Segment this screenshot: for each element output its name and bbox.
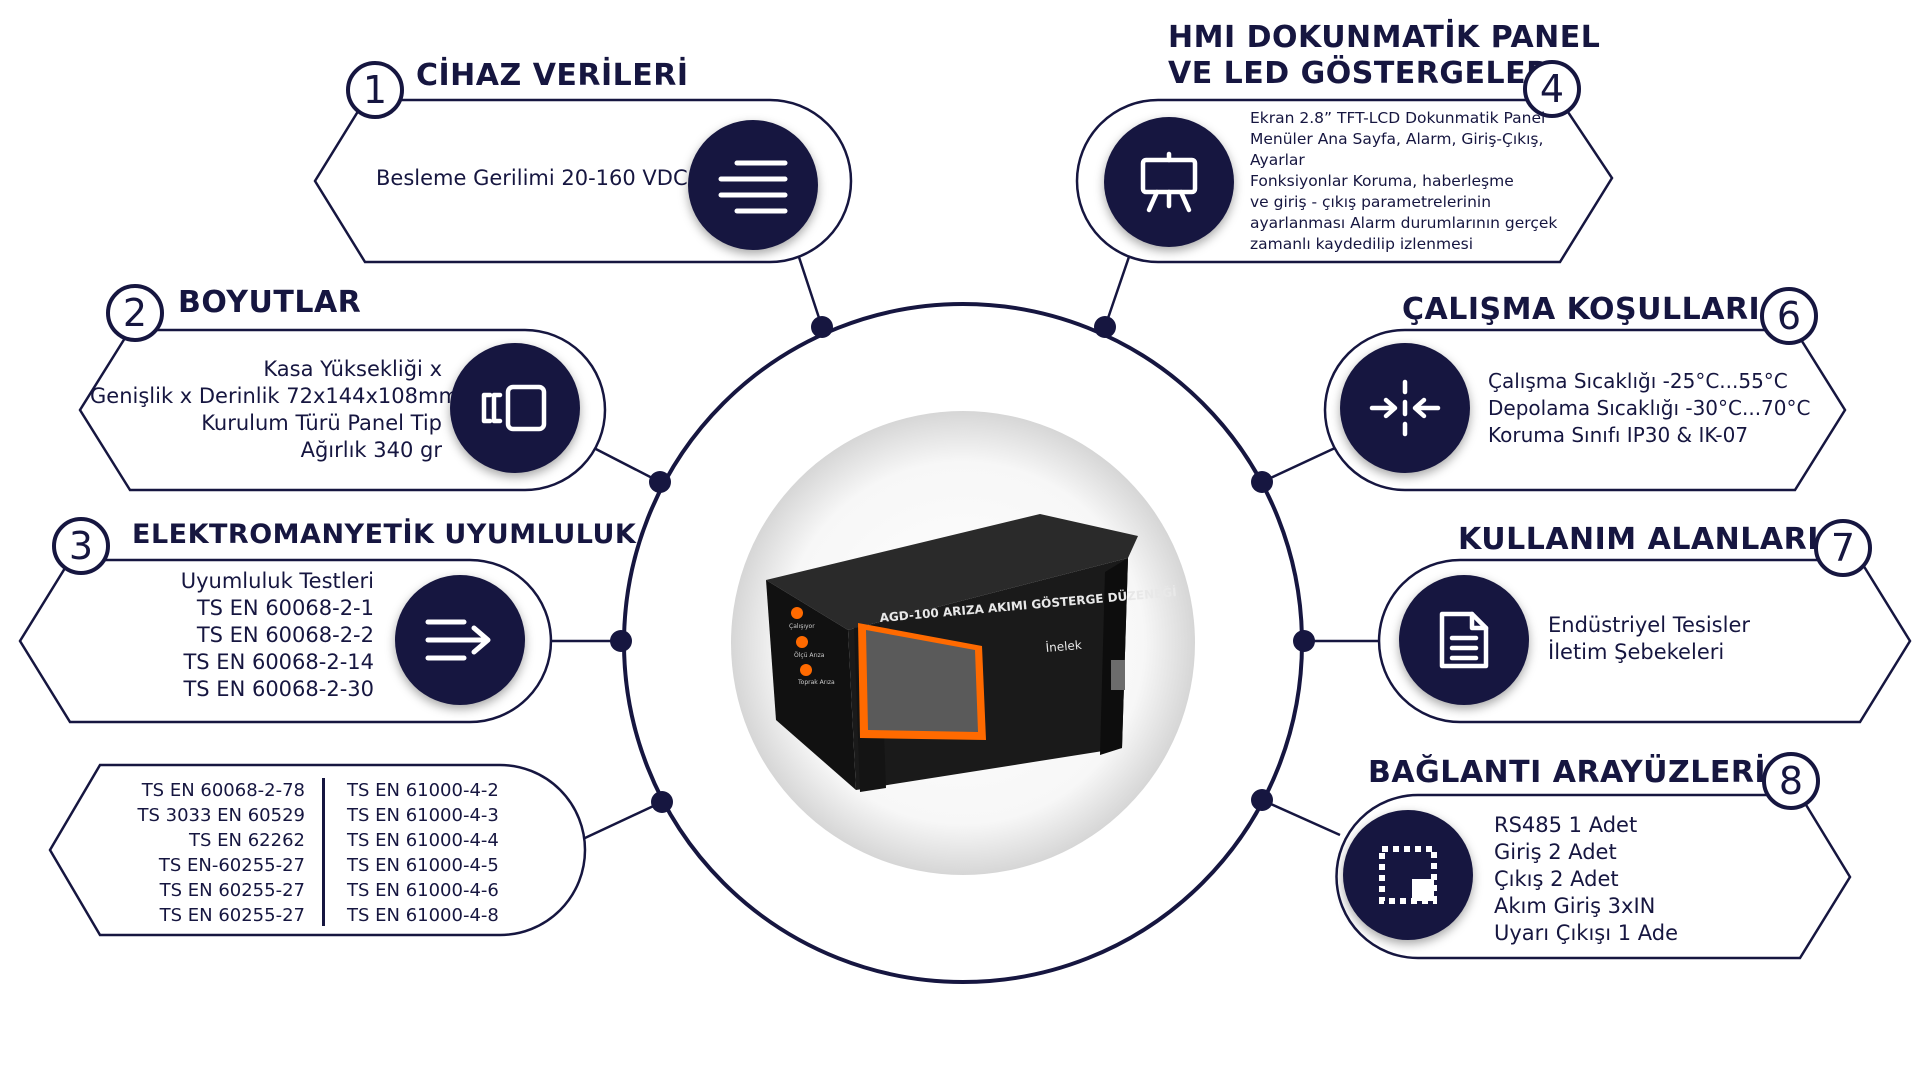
standard-item: TS EN 61000-4-5 xyxy=(347,855,499,876)
compress-arrows-icon xyxy=(1369,379,1441,437)
section-7-icon-circle xyxy=(1399,575,1529,705)
section-1-title: CİHAZ VERİLERİ xyxy=(416,58,689,93)
section-2-line: Ağırlık 340 gr xyxy=(300,438,442,462)
document-icon xyxy=(1439,611,1489,669)
section-6-number: 6 xyxy=(1760,287,1818,345)
section-8-text: RS485 1 Adet Giriş 2 Adet Çıkış 2 Adet A… xyxy=(1494,812,1794,947)
section-2-icon-circle xyxy=(450,343,580,473)
section-3-icon-circle xyxy=(395,575,525,705)
section-8-number: 8 xyxy=(1762,752,1820,810)
section-3-number: 3 xyxy=(52,517,110,575)
arrow-lines-icon xyxy=(425,619,491,661)
section-3-line: TS EN 60068-2-30 xyxy=(183,677,374,701)
section-3-title: ELEKTROMANYETİK UYUMLULUK xyxy=(132,519,637,550)
section-4-line: Ekran 2.8” TFT-LCD Dokunmatik Panel xyxy=(1250,109,1546,127)
section-3-line: TS EN 60068-2-14 xyxy=(183,650,374,674)
section-6-line: Çalışma Sıcaklığı -25°C...55°C xyxy=(1488,369,1788,393)
section-8-icon-circle xyxy=(1343,810,1473,940)
section-8-line: Çıkış 2 Adet xyxy=(1494,867,1619,891)
section-4-line: ve giriş - çıkış parametrelerinin xyxy=(1250,193,1492,211)
standard-item: TS EN 61000-4-3 xyxy=(347,805,499,826)
section-1-text: Besleme Gerilimi 20-160 VDC xyxy=(376,165,688,192)
connector-dots xyxy=(610,316,1315,813)
section-8-line: RS485 1 Adet xyxy=(1494,813,1638,837)
section-7-line: Endüstriyel Tesisler xyxy=(1548,613,1751,637)
section-8-line: Giriş 2 Adet xyxy=(1494,840,1617,864)
section-3-line: Uyumluluk Testleri xyxy=(180,569,374,593)
section-4-number: 4 xyxy=(1523,60,1581,118)
section-4-line: zamanlı kaydedilip izlenmesi xyxy=(1250,235,1473,253)
section-6-line: Depolama Sıcaklığı -30°C...70°C xyxy=(1488,396,1811,420)
section-1-icon-circle xyxy=(688,120,818,250)
section-8-line: Uyarı Çıkışı 1 Ade xyxy=(1494,921,1679,945)
section-6-text: Çalışma Sıcaklığı -25°C...55°C Depolama … xyxy=(1488,368,1838,449)
standard-item: TS EN 60255-27 xyxy=(159,880,305,901)
section-2-number: 2 xyxy=(106,284,164,342)
section-3-line: TS EN 60068-2-1 xyxy=(196,596,374,620)
section-6-title: ÇALIŞMA KOŞULLARI xyxy=(1402,292,1761,327)
connection-frame-icon xyxy=(1379,846,1437,904)
section-4-line: Menüler Ana Sayfa, Alarm, Giriş-Çıkış, xyxy=(1250,130,1544,148)
section-7-line: İletim Şebekeleri xyxy=(1548,640,1725,664)
section-6-icon-circle xyxy=(1340,343,1470,473)
section-2-line: Kasa Yüksekliği x xyxy=(263,357,442,381)
section-4-title-line: VE LED GÖSTERGELER xyxy=(1168,56,1550,91)
section-2-title: BOYUTLAR xyxy=(178,285,362,320)
section-1-number: 1 xyxy=(346,61,404,119)
section-4-line: Fonksiyonlar Koruma, haberleşme xyxy=(1250,172,1514,190)
standards-divider xyxy=(322,778,325,926)
presentation-board-icon xyxy=(1140,151,1198,213)
section-3-text: Uyumluluk Testleri TS EN 60068-2-1 TS EN… xyxy=(120,568,374,703)
device-illustration xyxy=(766,514,1138,792)
panel-standards xyxy=(48,763,587,937)
dimension-box-icon xyxy=(481,384,547,432)
section-8-title: BAĞLANTI ARAYÜZLERİ xyxy=(1368,755,1767,790)
standard-item: TS EN 62262 xyxy=(189,830,305,851)
standard-item: TS EN 60068-2-78 xyxy=(141,780,305,801)
section-4-icon-circle xyxy=(1104,117,1234,247)
section-2-text: Kasa Yüksekliği x Genişlik x Derinlik 72… xyxy=(90,356,459,464)
section-4-title-line: HMI DOKUNMATİK PANEL xyxy=(1168,20,1601,55)
standard-item: TS EN 61000-4-2 xyxy=(347,780,499,801)
section-2-line: Genişlik x Derinlik 72x144x108mm xyxy=(90,384,459,408)
section-7-title: KULLANIM ALANLARI xyxy=(1458,522,1819,557)
section-4-text: Ekran 2.8” TFT-LCD Dokunmatik Panel Menü… xyxy=(1250,108,1580,255)
section-6-line: Koruma Sınıfı IP30 & IK-07 xyxy=(1488,423,1749,447)
section-8-line: Akım Giriş 3xIN xyxy=(1494,894,1656,918)
standards-left-list: TS EN 60068-2-78 TS 3033 EN 60529 TS EN … xyxy=(100,778,306,928)
section-4-line: Ayarlar xyxy=(1250,151,1305,169)
standard-item: TS EN 61000-4-4 xyxy=(347,830,499,851)
panel-8 xyxy=(1335,793,1852,960)
section-2-line: Kurulum Türü Panel Tip xyxy=(201,411,442,435)
standard-item: TS EN 61000-4-8 xyxy=(347,905,499,926)
standard-item: TS EN 61000-4-6 xyxy=(347,880,499,901)
standard-item: TS EN-60255-27 xyxy=(158,855,305,876)
align-right-lines-icon xyxy=(718,160,788,214)
section-7-text: Endüstriyel Tesisler İletim Şebekeleri xyxy=(1548,612,1848,666)
connector-lines xyxy=(545,244,1380,847)
section-1-line: Besleme Gerilimi 20-160 VDC xyxy=(376,166,688,190)
standard-item: TS 3033 EN 60529 xyxy=(137,805,306,826)
section-4-title: HMI DOKUNMATİK PANEL VE LED GÖSTERGELER xyxy=(1168,20,1600,92)
section-4-line: ayarlanması Alarm durumlarının gerçek xyxy=(1250,214,1558,232)
standard-item: TS EN 60255-27 xyxy=(159,905,305,926)
standards-right-list: TS EN 61000-4-2 TS EN 61000-4-3 TS EN 61… xyxy=(347,778,552,928)
section-3-line: TS EN 60068-2-2 xyxy=(196,623,374,647)
section-7-number: 7 xyxy=(1814,519,1872,577)
